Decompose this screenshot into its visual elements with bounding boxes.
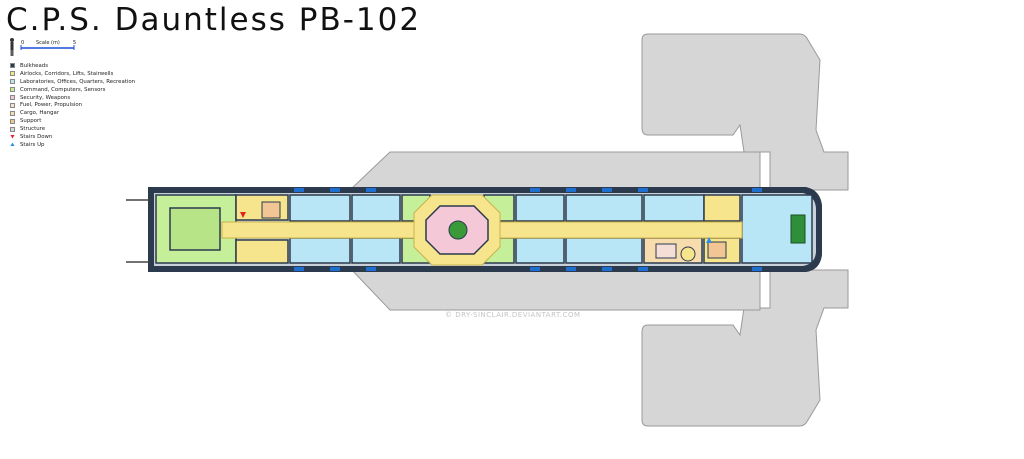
legend-label: Airlocks, Corridors, Lifts, Stairwells xyxy=(20,70,114,77)
swatch xyxy=(10,118,15,124)
stairwells xyxy=(261,201,727,259)
lower-fairing xyxy=(348,267,761,311)
reactor-panel xyxy=(655,243,677,259)
window-ports xyxy=(294,188,762,271)
swatch xyxy=(10,87,15,93)
swatch xyxy=(10,71,15,77)
legend-item: Airlocks, Corridors, Lifts, Stairwells xyxy=(10,70,135,78)
legend-label: Command, Computers, Sensors xyxy=(20,86,106,93)
legend-label: Stairs Up xyxy=(20,141,45,148)
human-figure-icon xyxy=(10,38,14,56)
upper-wing xyxy=(641,33,849,191)
legend-item: Laboratories, Offices, Quarters, Recreat… xyxy=(10,78,135,86)
legend-item: Cargo, Hangar xyxy=(10,109,135,117)
swatch xyxy=(10,63,15,69)
scale-end: 5 xyxy=(73,40,77,46)
antennas xyxy=(126,199,150,263)
swatch xyxy=(10,126,15,132)
arrow-up-icon xyxy=(10,142,15,147)
legend-label: Structure xyxy=(20,126,46,133)
legend-label: Support xyxy=(20,118,42,125)
lower-wing xyxy=(641,269,849,427)
swatch xyxy=(10,95,15,100)
swatch xyxy=(10,79,15,85)
legend-item: Stairs Up xyxy=(10,141,135,149)
legend-item: Command, Computers, Sensors xyxy=(10,86,135,94)
scale-start: 0 xyxy=(21,40,25,46)
upper-fairing xyxy=(348,151,761,191)
planter xyxy=(448,220,468,240)
legend-label: Bulkheads xyxy=(20,62,49,69)
arrow-down-icon xyxy=(240,212,246,218)
legend-label: Stairs Down xyxy=(20,133,53,140)
wing-structure xyxy=(348,33,849,427)
legend-label: Cargo, Hangar xyxy=(20,110,60,117)
legend-label: Fuel, Power, Propulsion xyxy=(20,102,83,109)
legend-item: Bulkheads xyxy=(10,62,135,70)
legend-item: Security, Weapons xyxy=(10,94,135,102)
legend-label: Laboratories, Offices, Quarters, Recreat… xyxy=(20,78,136,85)
legend-label: Security, Weapons xyxy=(20,94,71,101)
legend-item: Support xyxy=(10,117,135,125)
watermark: © DRY-SINCLAIR.DEVIANTART.COM xyxy=(445,311,581,319)
scale-label: Scale (m) xyxy=(36,40,60,46)
bridge-inner xyxy=(169,207,221,251)
reactor xyxy=(680,246,696,262)
console xyxy=(790,214,806,244)
arrow-up-icon xyxy=(706,237,712,243)
swatch xyxy=(10,102,15,108)
legend-item: Fuel, Power, Propulsion xyxy=(10,101,135,109)
legend: Bulkheads Airlocks, Corridors, Lifts, St… xyxy=(10,62,135,149)
scale-bar xyxy=(10,38,75,56)
legend-item: Structure xyxy=(10,125,135,133)
page-title: C.P.S. Dauntless PB-102 xyxy=(6,2,422,38)
swatch xyxy=(10,110,15,116)
legend-item: Stairs Down xyxy=(10,133,135,141)
arrow-down-icon xyxy=(10,134,15,139)
